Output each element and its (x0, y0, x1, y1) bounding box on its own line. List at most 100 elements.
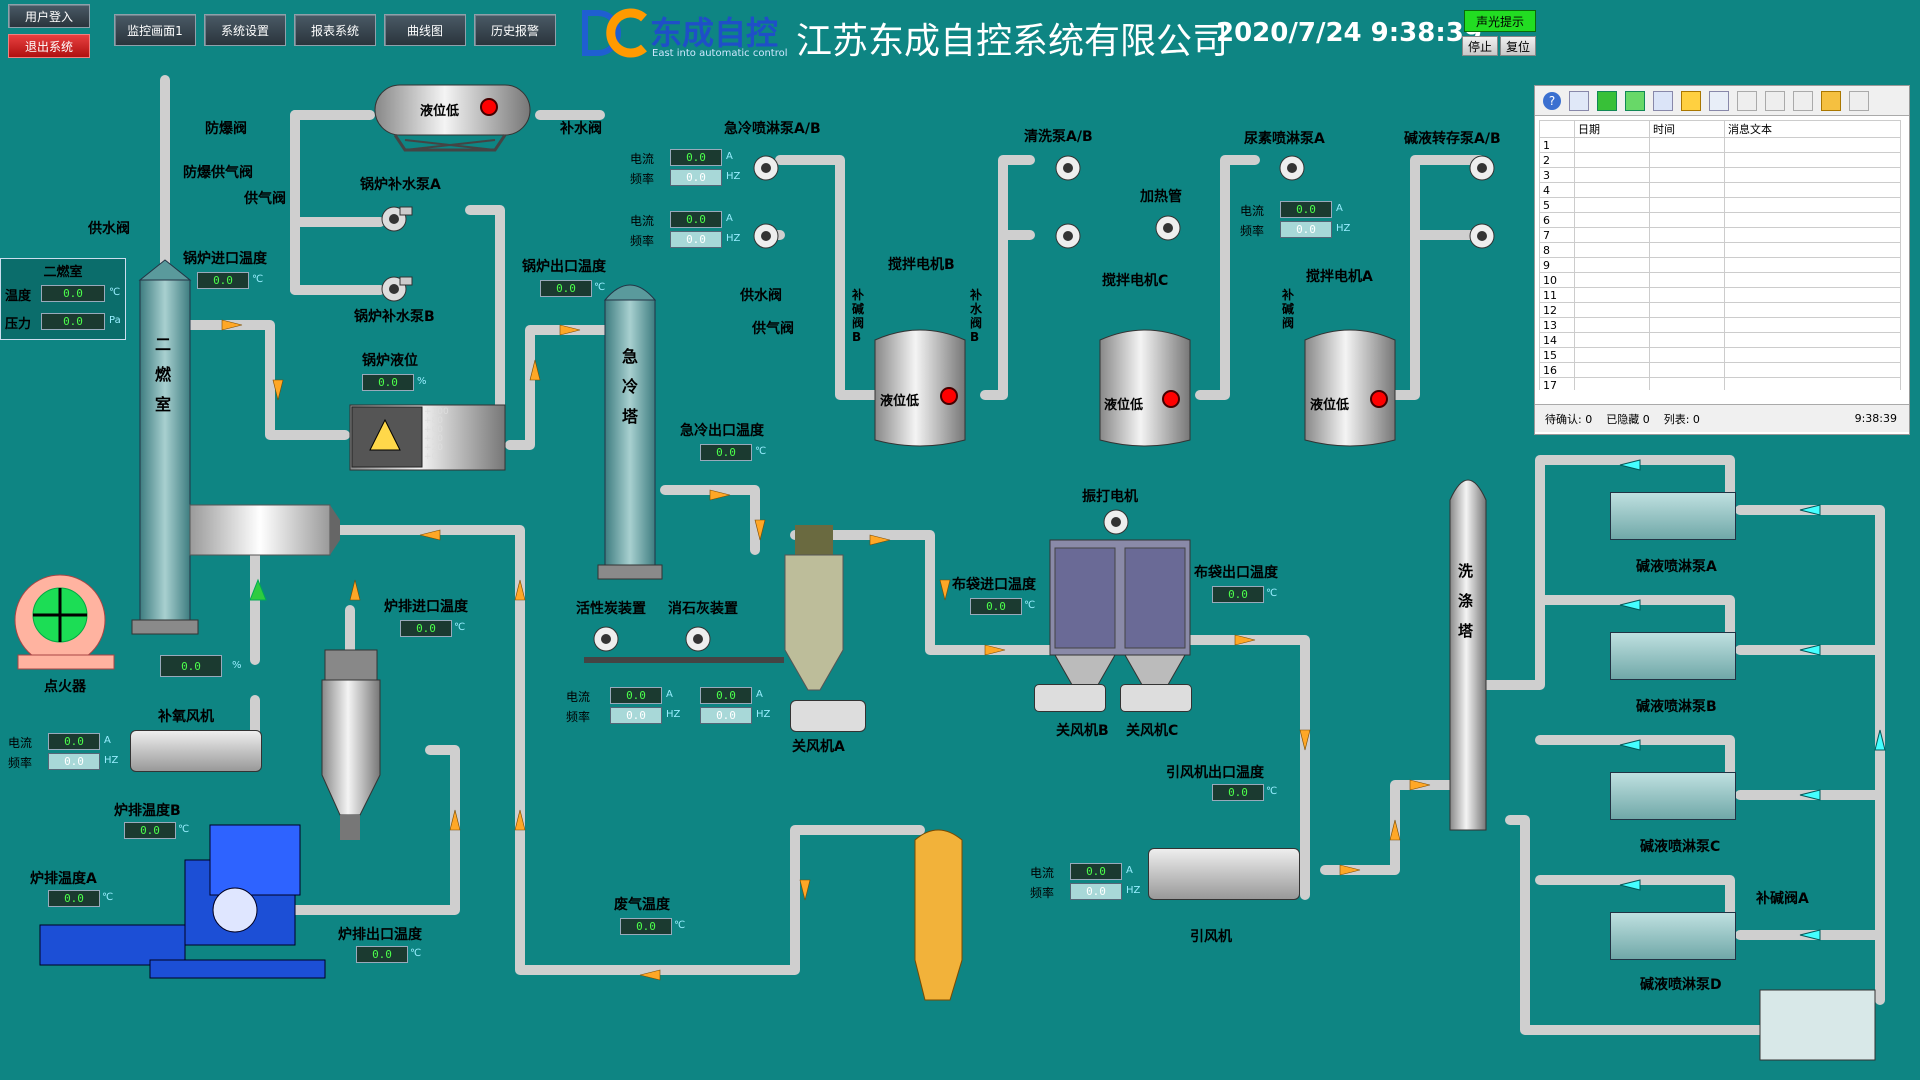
alarm-row[interactable]: 3 (1539, 167, 1901, 183)
carbon-current-value: 0.0 (610, 687, 662, 704)
alarm-cell (1649, 167, 1725, 183)
config-icon[interactable] (1569, 90, 1589, 111)
alarm-row[interactable]: 4 (1539, 182, 1901, 198)
alarm-status-list: 列表: 0 (1663, 412, 1700, 426)
alarm-table-wrap[interactable]: 日期 时间 消息文本 123456789101112131415161718 (1539, 120, 1901, 390)
boiler-pump-a-icon[interactable] (380, 205, 414, 233)
alarm-row[interactable]: 11 (1539, 287, 1901, 303)
nav-monitor[interactable]: 监控画面1 (114, 14, 196, 46)
alarm-row[interactable]: 1 (1539, 137, 1901, 153)
alarm-cell (1574, 317, 1650, 333)
heater-icon[interactable] (1152, 214, 1186, 242)
bag-inlet-temp-label: 布袋进口温度 (952, 577, 1036, 593)
quench-pump-label: 急冷喷淋泵A/B (724, 121, 821, 137)
furnace-outlet-temp-value: 0.0 (356, 946, 408, 963)
carbon-feeder-icon[interactable] (590, 625, 624, 653)
induced-fan-icon[interactable] (1148, 848, 1300, 900)
quench-outlet-temp-unit: ℃ (755, 446, 767, 457)
oxygen-current-label: 电流 (8, 736, 33, 750)
alarm-row[interactable]: 16 (1539, 362, 1901, 378)
fan-b-icon[interactable] (1034, 684, 1106, 712)
login-button[interactable]: 用户登入 (8, 4, 90, 28)
fan-b-label: 关风机B (1056, 723, 1109, 739)
boiler-pump-b-icon[interactable] (380, 275, 414, 303)
fan-c-icon[interactable] (1120, 684, 1192, 712)
urea-pump-icon[interactable] (1276, 154, 1310, 182)
nav-history-alarm[interactable]: 历史报警 (474, 14, 556, 46)
alarm-row-index: 14 (1539, 332, 1575, 348)
chart-icon[interactable] (1709, 90, 1729, 111)
help-icon[interactable]: ? (1543, 91, 1561, 110)
boiler-outlet-temp-label: 锅炉出口温度 (522, 259, 606, 275)
alarm-row[interactable]: 15 (1539, 347, 1901, 363)
alarm-cell (1574, 272, 1650, 288)
alkali-transfer-b-icon[interactable] (1466, 222, 1500, 250)
alkali-transfer-a-icon[interactable] (1466, 154, 1500, 182)
lock-icon[interactable] (1681, 90, 1701, 111)
list-icon[interactable] (1653, 90, 1673, 111)
nav-reports[interactable]: 报表系统 (294, 14, 376, 46)
alkali-pump-d-icon[interactable] (1610, 912, 1736, 960)
alarm-row[interactable]: 9 (1539, 257, 1901, 273)
alarm-row-index: 7 (1539, 227, 1575, 243)
fan-a-icon[interactable] (790, 700, 866, 732)
nav-curves[interactable]: 曲线图 (384, 14, 466, 46)
export-icon[interactable] (1849, 90, 1869, 111)
alarm-row[interactable]: 5 (1539, 197, 1901, 213)
wash-pump-a-icon[interactable] (1052, 154, 1086, 182)
chamber-pressure-unit: Pa (109, 315, 121, 326)
alarm-row-index: 13 (1539, 317, 1575, 333)
alarm-cell (1649, 227, 1725, 243)
exit-button[interactable]: 退出系统 (8, 34, 90, 58)
ack-all-icon[interactable] (1625, 90, 1645, 111)
boiler-gauge: +100 +80 +60 +40 +20 +0 (424, 408, 449, 462)
alarm-cell (1649, 362, 1725, 378)
induced-current-label: 电流 (1030, 866, 1055, 880)
alkali-pump-c-icon[interactable] (1610, 772, 1736, 820)
alarm-cell (1724, 212, 1901, 228)
alarm-row[interactable]: 13 (1539, 317, 1901, 333)
quench-pump-b-icon[interactable] (750, 222, 784, 250)
ack-icon[interactable] (1597, 90, 1617, 111)
oxygen-fan-label: 补氧风机 (158, 709, 214, 725)
alarm-col-time: 时间 (1649, 120, 1725, 138)
sound-alert-button[interactable]: 声光提示 (1464, 10, 1536, 32)
alarm-row[interactable]: 17 (1539, 377, 1901, 390)
chamber-vertical-title: 二燃室 (155, 335, 172, 414)
alarm-row[interactable]: 2 (1539, 152, 1901, 168)
alarm-cell (1574, 212, 1650, 228)
supply-gas-label: 供气阀 (244, 191, 286, 207)
nav-settings[interactable]: 系统设置 (204, 14, 286, 46)
gauge-tick: +60 (424, 425, 443, 435)
stop-button[interactable]: 停止 (1462, 36, 1498, 56)
check-icon[interactable] (1765, 90, 1785, 111)
alarm-row[interactable]: 12 (1539, 302, 1901, 318)
alarm-row[interactable]: 14 (1539, 332, 1901, 348)
oxygen-fan-icon[interactable] (130, 730, 262, 772)
alarm-row[interactable]: 10 (1539, 272, 1901, 288)
hand-icon[interactable] (1737, 90, 1757, 111)
alkali-pump-b-icon[interactable] (1610, 632, 1736, 680)
quench-pump-a-icon[interactable] (750, 154, 784, 182)
chamber-panel: 二燃室 温度 0.0 ℃ 压力 0.0 Pa (0, 258, 126, 340)
wash-pump-b-icon[interactable] (1052, 222, 1086, 250)
alarm-row-index: 3 (1539, 167, 1575, 183)
alkali-pump-a-icon[interactable] (1610, 492, 1736, 540)
alarm-bell-icon[interactable] (1821, 90, 1841, 111)
alarm-cell (1649, 272, 1725, 288)
lime-feeder-icon[interactable] (682, 625, 716, 653)
explosion-valve-label: 防爆阀 (205, 121, 247, 137)
vibrator-icon[interactable] (1100, 508, 1134, 536)
induced-freq-unit: HZ (1126, 885, 1141, 896)
check-all-icon[interactable] (1793, 90, 1813, 111)
alarm-cell (1574, 182, 1650, 198)
company-logo: 东成自控 East into automatic control (578, 6, 788, 60)
alarm-row[interactable]: 8 (1539, 242, 1901, 258)
heater-label: 加热管 (1140, 189, 1182, 205)
reset-button[interactable]: 复位 (1500, 36, 1536, 56)
alkali-pump-b-label: 碱液喷淋泵B (1636, 699, 1717, 715)
alarm-row[interactable]: 7 (1539, 227, 1901, 243)
alarm-row[interactable]: 6 (1539, 212, 1901, 228)
supply-water-label: 供水阀 (88, 221, 130, 237)
alarm-status-hidden: 已隐藏 0 (1606, 412, 1650, 426)
